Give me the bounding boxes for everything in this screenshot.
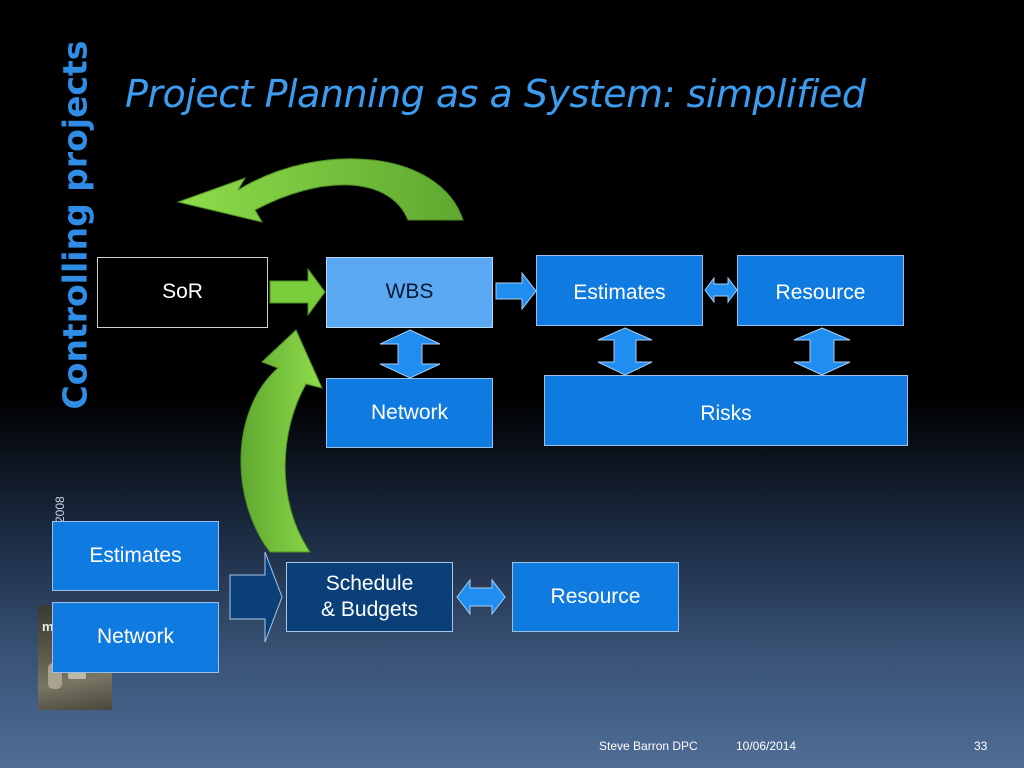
- footer-date: 10/06/2014: [736, 739, 797, 753]
- arrow-estimates-risks: [597, 327, 653, 376]
- box-resource-top: Resource: [737, 255, 904, 326]
- box-schedule-line2: & Budgets: [321, 598, 418, 621]
- arrow-schedule-resource: [456, 578, 506, 616]
- arrow-wbs-network: [379, 329, 441, 379]
- box-estimates-bottom: Estimates: [52, 521, 219, 591]
- arrow-wbs-to-estimates: [495, 271, 537, 311]
- box-risks: Risks: [544, 375, 908, 446]
- box-wbs-label: WBS: [385, 280, 434, 304]
- box-resource-bottom-label: Resource: [550, 584, 641, 608]
- feedback-arrow-top: [176, 158, 464, 223]
- box-network-top: Network: [326, 378, 493, 448]
- footer-page-number: 33: [974, 739, 988, 753]
- box-resource-bottom: Resource: [512, 562, 679, 632]
- box-sor-label: SoR: [162, 280, 203, 304]
- box-schedule-budgets: Schedule & Budgets: [286, 562, 453, 632]
- arrow-sor-to-wbs: [269, 267, 326, 317]
- thumbnail-text: m: [42, 619, 54, 634]
- box-estimates-bottom-label: Estimates: [89, 543, 182, 567]
- box-estimates-top-label: Estimates: [573, 281, 666, 304]
- box-wbs: WBS: [326, 257, 493, 328]
- arrow-estimates-resource: [704, 276, 738, 304]
- box-resource-top-label: Resource: [775, 281, 866, 304]
- footer-author: Steve Barron DPC: [599, 739, 698, 753]
- slide-title: Project Planning as a System: simplified: [125, 72, 866, 116]
- arrow-resource-risks: [793, 327, 851, 376]
- box-network-bottom: Network: [52, 602, 219, 673]
- box-schedule-line1: Schedule: [325, 571, 414, 595]
- box-sor: SoR: [97, 257, 268, 328]
- box-risks-label: Risks: [700, 402, 752, 425]
- box-network-bottom-label: Network: [96, 625, 175, 649]
- box-network-top-label: Network: [370, 400, 449, 424]
- feedback-arrow-left: [240, 329, 323, 553]
- arrow-inputs-to-schedule: [229, 551, 283, 643]
- box-estimates-top: Estimates: [536, 255, 703, 326]
